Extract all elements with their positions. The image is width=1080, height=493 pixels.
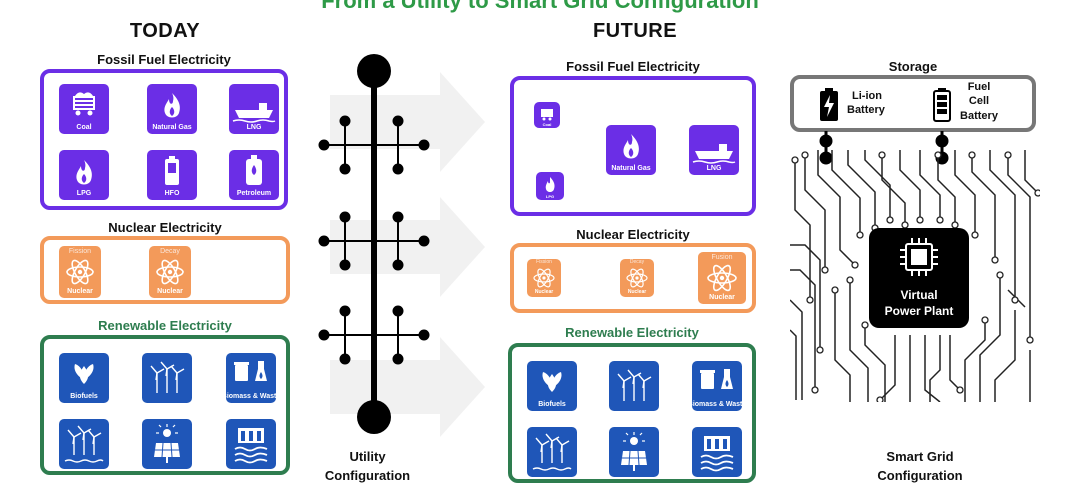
future-heading: FUTURE: [592, 20, 678, 42]
natural-gas-tile: Natural Gas: [147, 84, 197, 134]
wind-turbine-icon: [617, 369, 652, 401]
chip-icon: [900, 238, 938, 276]
biofuels-tile: Biofuels: [527, 361, 577, 411]
smartgrid-caption: Smart Grid Configuration: [877, 449, 963, 483]
biomass-icon: [234, 361, 267, 381]
fusion-nuclear-tile: Fusion Nuclear: [698, 252, 746, 304]
fuel-tank-icon: [165, 156, 179, 185]
atom-icon: [66, 259, 94, 285]
fission-nuclear-tile: Fission Nuclear: [527, 259, 561, 297]
hydro-dam-icon: [234, 428, 268, 464]
offshore-wind-tile: [527, 427, 577, 477]
leaf-drop-icon: [542, 372, 562, 392]
flame-icon: [623, 134, 639, 159]
lpg-tile: LPG: [536, 172, 564, 200]
petroleum-tile: Petroleum: [229, 150, 279, 200]
utility-grid-diagram: [318, 54, 430, 434]
hydro-tile: [226, 419, 276, 469]
flame-icon: [164, 93, 180, 118]
today-nuclear-title: Nuclear Electricity: [108, 220, 222, 235]
today-renewable-title: Renewable Electricity: [98, 318, 232, 333]
atom-icon: [533, 268, 555, 288]
coal-tile: Coal: [59, 84, 109, 134]
fission-nuclear-tile: Fission Nuclear: [59, 246, 101, 298]
wind-tile: [609, 361, 659, 411]
atom-icon: [156, 259, 184, 285]
future-renewable-box: Biofuels Biomass & Waste: [508, 343, 756, 483]
future-fossil-box: Coal LPG Natural Gas LNG: [510, 76, 756, 216]
lng-tile: LNG: [689, 125, 739, 175]
biomass-icon: [700, 369, 733, 389]
today-fossil-title: Fossil Fuel Electricity: [97, 52, 231, 67]
liion-battery-label: Li-ion Battery: [847, 90, 885, 117]
offshore-wind-tile: [59, 419, 109, 469]
storage-connectors: [819, 131, 949, 165]
virtual-power-plant: Virtual Power Plant: [869, 228, 969, 328]
solar-tile: [142, 419, 192, 469]
lng-tile: LNG: [229, 84, 279, 134]
hydro-dam-icon: [700, 436, 734, 472]
solar-panel-icon: [621, 432, 647, 471]
storage-title: Storage: [888, 59, 938, 74]
solar-panel-icon: [154, 424, 180, 463]
ship-icon: [692, 144, 736, 164]
grid-top-node: [357, 54, 391, 88]
vpp-label: Virtual Power Plant: [884, 288, 954, 318]
today-nuclear-box: Fission Nuclear Decay Nuclear: [40, 236, 290, 304]
wind-turbine-icon: [150, 361, 185, 393]
biomass-waste-tile: Biomass & Waste: [688, 361, 746, 411]
atom-icon: [707, 264, 737, 292]
today-renewable-box: Biofuels Biomass & Waste: [40, 335, 290, 475]
coal-cart-icon: [73, 92, 95, 116]
leaf-drop-icon: [74, 364, 94, 384]
grid-bottom-node: [357, 400, 391, 434]
decay-nuclear-tile: Decay Nuclear: [620, 259, 654, 297]
hfo-tile: HFO: [147, 150, 197, 200]
future-renewable-title: Renewable Electricity: [565, 325, 699, 340]
coal-cart-icon: [541, 109, 553, 121]
offshore-wind-icon: [532, 433, 572, 471]
page-title: From a Utility to Smart Grid Configurati…: [321, 0, 759, 13]
natural-gas-tile: Natural Gas: [606, 125, 656, 175]
fuel-tank-icon: [246, 155, 262, 185]
utility-caption: Utility Configuration: [324, 449, 411, 483]
offshore-wind-icon: [64, 425, 104, 463]
hydro-tile: [692, 427, 742, 477]
lpg-tile: LPG: [59, 150, 109, 200]
battery-icon: [933, 88, 951, 122]
solar-tile: [609, 427, 659, 477]
future-nuclear-title: Nuclear Electricity: [576, 227, 690, 242]
biomass-waste-tile: Biomass & Waste: [222, 353, 280, 403]
storage-box: Li-ion Battery Fuel Cell Battery: [790, 75, 1036, 132]
biofuels-tile: Biofuels: [59, 353, 109, 403]
battery-icon: [820, 88, 838, 121]
flame-icon: [545, 177, 555, 192]
ship-icon: [232, 103, 276, 123]
fuel-cell-battery-label: Fuel Cell Battery: [960, 81, 998, 122]
coal-tile: Coal: [534, 102, 560, 128]
flame-icon: [76, 160, 92, 185]
atom-icon: [626, 268, 648, 288]
today-fossil-box: Coal Natural Gas LNG LPG HFO: [40, 69, 288, 210]
today-heading: TODAY: [129, 20, 201, 42]
wind-tile: [142, 353, 192, 403]
circuit-board: [790, 150, 1040, 402]
decay-nuclear-tile: Decay Nuclear: [149, 246, 191, 298]
future-nuclear-box: Fission Nuclear Decay Nuclear Fusion: [510, 243, 756, 313]
future-fossil-title: Fossil Fuel Electricity: [566, 59, 700, 74]
